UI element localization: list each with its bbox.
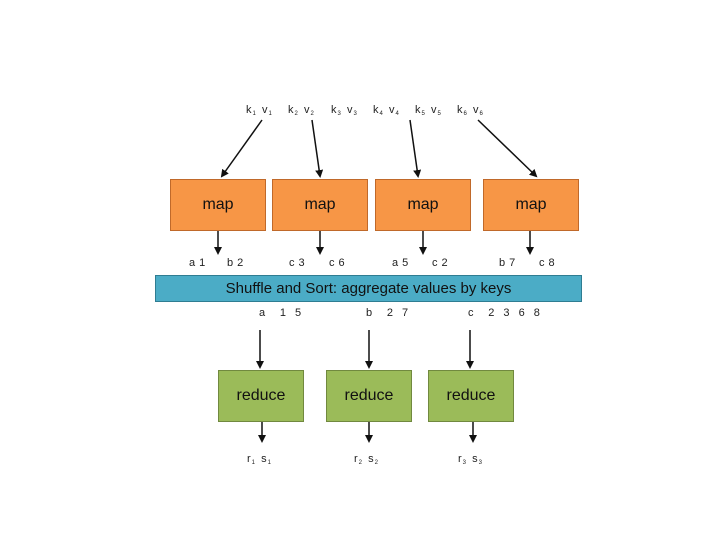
group-key: a — [259, 307, 266, 319]
map-box-1: map — [170, 179, 266, 231]
map-box-2: map — [272, 179, 368, 231]
map-output-1: a 1 — [189, 257, 206, 269]
map-output-2: b 2 — [227, 257, 244, 269]
map-label: map — [515, 196, 547, 213]
reduce-label: reduce — [344, 387, 394, 404]
input-pair-2: k2 v2 — [288, 104, 314, 117]
input-arrow-3 — [409, 119, 422, 178]
reduce-output-2: r2 s2 — [354, 453, 378, 466]
input-arrow-4 — [477, 119, 538, 178]
map-output-8: c 8 — [539, 257, 556, 269]
map-label: map — [202, 196, 234, 213]
group-b: b 2 7 — [366, 307, 411, 319]
input-pair-5: k5 v5 — [415, 104, 441, 117]
map-output-4: c 6 — [329, 257, 346, 269]
reduce-box-1: reduce — [218, 370, 304, 422]
group-a: a 1 5 — [259, 307, 304, 319]
reduce-box-2: reduce — [326, 370, 412, 422]
shuffle-sort-label: Shuffle and Sort: aggregate values by ke… — [225, 280, 512, 297]
map-box-4: map — [483, 179, 579, 231]
map-label: map — [304, 196, 336, 213]
group-values: 1 5 — [279, 307, 305, 319]
group-key: c — [468, 307, 474, 319]
map-output-3: c 3 — [289, 257, 306, 269]
map-output-7: b 7 — [499, 257, 516, 269]
group-c: c 2 3 6 8 — [468, 307, 543, 319]
group-values: 2 3 6 8 — [488, 307, 543, 319]
reduce-box-3: reduce — [428, 370, 514, 422]
input-pair-1: k1 v1 — [246, 104, 272, 117]
reduce-output-3: r3 s3 — [458, 453, 482, 466]
group-key: b — [366, 307, 373, 319]
input-pair-3: k3 v3 — [331, 104, 357, 117]
input-pair-6: k6 v6 — [457, 104, 483, 117]
shuffle-sort-banner: Shuffle and Sort: aggregate values by ke… — [155, 275, 582, 302]
map-output-5: a 5 — [392, 257, 409, 269]
map-box-3: map — [375, 179, 471, 231]
reduce-label: reduce — [236, 387, 286, 404]
input-arrow-1 — [220, 119, 263, 178]
input-pair-4: k4 v4 — [373, 104, 399, 117]
map-output-6: c 2 — [432, 257, 449, 269]
reduce-output-1: r1 s1 — [247, 453, 271, 466]
map-label: map — [407, 196, 439, 213]
input-arrow-2 — [311, 119, 324, 178]
group-values: 2 7 — [386, 307, 412, 319]
reduce-label: reduce — [446, 387, 496, 404]
